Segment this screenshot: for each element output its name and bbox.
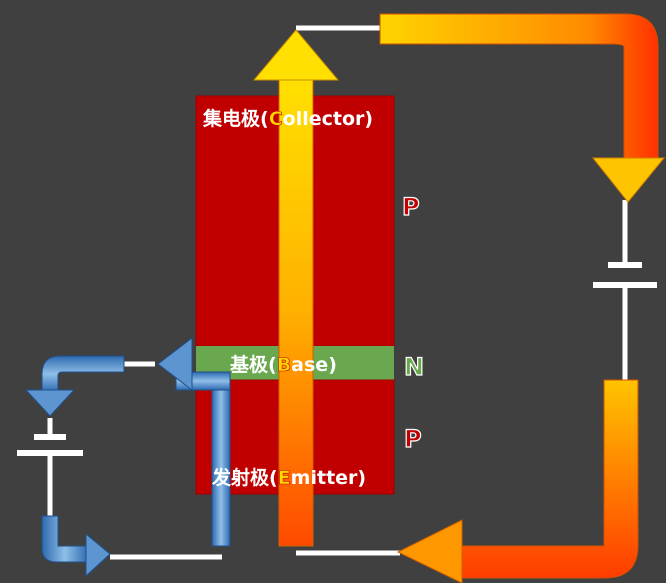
right-lower-flow xyxy=(459,379,639,579)
right-down-arrow-head xyxy=(591,157,666,203)
top-flow-arrow xyxy=(379,13,659,159)
base-current-flow xyxy=(24,336,231,578)
circuit-wires xyxy=(47,25,628,560)
collector-label: 集电极(Collector) xyxy=(202,107,373,130)
main-current-flow xyxy=(252,13,666,583)
base-up-arrow-head xyxy=(157,336,193,392)
left-battery-icon xyxy=(17,434,83,456)
central-arrow-head xyxy=(252,29,340,81)
base-label: 基极(Base) xyxy=(229,353,337,376)
left-down-arrow-head xyxy=(24,389,76,417)
top-region-letter: P xyxy=(402,193,420,221)
middle-region-letter: N xyxy=(404,353,424,381)
bottom-left-arrow-head xyxy=(396,519,463,583)
central-arrow-shaft xyxy=(278,77,314,547)
bottom-region-letter: P xyxy=(404,425,422,453)
bottom-right-arrow-head xyxy=(85,532,111,578)
right-battery-icon xyxy=(593,262,657,288)
emitter-label: 发射极(Emitter) xyxy=(211,466,366,489)
